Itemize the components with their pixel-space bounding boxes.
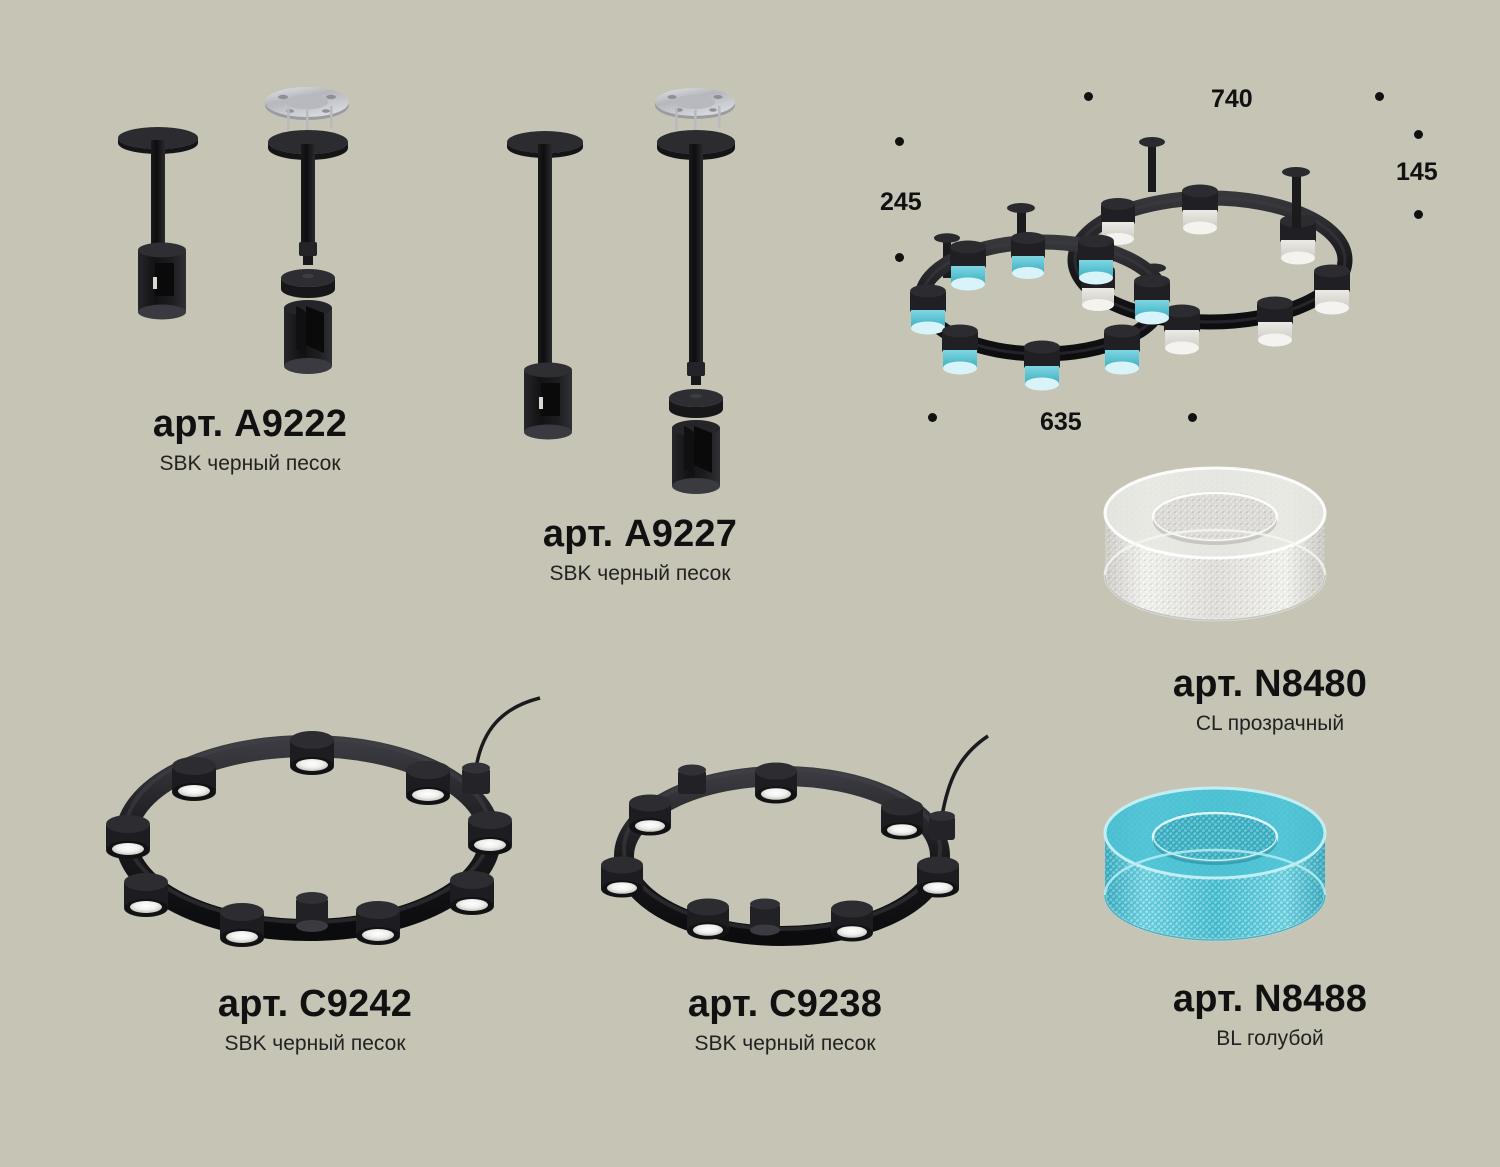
mounting-plate-icon [265,87,349,132]
n8488-art-label: арт. N8488 [1172,978,1368,1020]
label-n8480: арт. N8480 CL прозрачный [1055,663,1485,735]
front-ring [910,203,1170,391]
dimension-right: 145 [1396,158,1438,186]
a9227-cap-disc [669,389,723,418]
dimension-top: 740 [1211,85,1253,113]
label-c9242: арт. C9242 SBK черный песок [110,983,520,1055]
a9227-finish-label: SBK черный песок [549,561,731,585]
c9242-art-label: арт. C9242 [217,983,413,1025]
c9238-junction-block [750,898,780,936]
n8480-art-label: арт. N8480 [1172,663,1368,705]
label-n8488: арт. N8488 BL голубой [1055,978,1485,1050]
a9227-art-label: арт. A9227 [542,513,738,555]
label-c9238: арт. C9238 SBK черный песок [580,983,990,1055]
power-cable [474,696,541,769]
label-a9227: арт. A9227 SBK черный песок [430,513,850,585]
dimension-dot [1414,130,1423,139]
c9242-heads [106,731,512,947]
c9238-top-block [678,764,706,794]
front-ring-heads [910,232,1170,391]
a9222-body-cylinder [284,300,332,374]
dimension-dot [1084,92,1093,101]
dimension-dot [928,413,937,422]
a9227-body-cylinder [672,420,720,494]
dimension-dot [1414,210,1423,219]
product-illustration-c9242 [106,696,541,947]
n8480-finish-label: CL прозрачный [1195,711,1345,735]
c9242-finish-label: SBK черный песок [224,1031,406,1055]
c9242-cable-block [462,762,490,794]
a9222-cap-disc [281,269,335,298]
dimension-bottom: 635 [1040,408,1082,436]
a9222-assembled [118,127,198,320]
c9238-finish-label: SBK черный песок [694,1031,876,1055]
product-illustration-a9227 [507,88,735,494]
product-illustration-n8480 [1103,466,1327,622]
mounting-plate-icon [655,88,735,132]
product-illustration-a9222 [118,87,349,374]
product-illustration-c9238 [601,734,989,946]
dimension-dot [895,253,904,262]
n8488-mesh-ring [1103,786,1327,942]
product-illustration-n8488 [1103,786,1327,942]
c9242-junction-block [296,892,328,932]
dimension-left: 245 [880,188,922,216]
a9227-exploded [655,88,735,494]
a9222-exploded [265,87,349,374]
dimension-dot [1188,413,1197,422]
label-a9222: арт. A9222 SBK черный песок [40,403,460,475]
back-ring [1067,137,1353,355]
n8480-mesh-ring [1103,466,1327,622]
c9238-heads [601,762,959,942]
n8488-finish-label: BL голубой [1216,1026,1324,1050]
c9238-cable-block [929,811,955,840]
dimension-diagram [910,137,1353,391]
dimension-dot [1375,92,1384,101]
back-ring-heads [1081,184,1350,355]
c9238-art-label: арт. C9238 [687,983,883,1025]
power-cable [940,734,989,817]
a9222-finish-label: SBK черный песок [159,451,341,475]
a9222-art-label: арт. A9222 [152,403,348,445]
dimension-dot [895,137,904,146]
a9227-assembled [507,131,583,440]
